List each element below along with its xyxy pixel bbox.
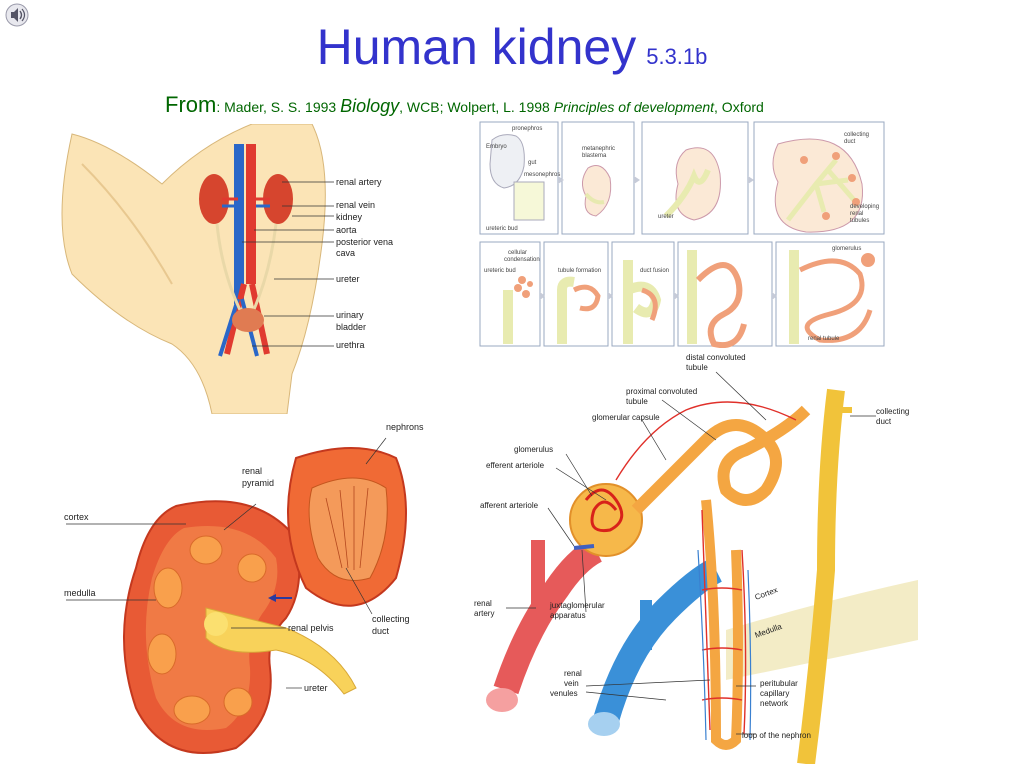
- dev-label-ureteric-bud-2: ureteric bud: [484, 268, 516, 274]
- nephron-illustration: distal convoluted tubule proximal convol…: [474, 353, 918, 764]
- dev-label-blastema: blastema: [582, 153, 607, 159]
- source-part-1: : Mader, S. S. 1993: [216, 99, 341, 115]
- dev-label-ureter: ureter: [658, 214, 674, 220]
- dev-label-gut: gut: [528, 160, 537, 166]
- dev-label-glomerulus: glomerulus: [832, 246, 861, 252]
- figure-kidney-development: pronephros Embryo gut mesonephros ureter…: [478, 120, 886, 348]
- section-label-renal: renal: [242, 466, 262, 476]
- development-illustration: pronephros Embryo gut mesonephros ureter…: [479, 121, 885, 348]
- urinary-label-kidney: kidney: [336, 212, 363, 222]
- title-text: Human kidney: [316, 19, 637, 75]
- figure-kidney-section: nephrons renal pyramid cortex medulla re…: [56, 418, 436, 762]
- dev-label-tubule-formation: tubule formation: [558, 268, 601, 274]
- section-label-nephrons: nephrons: [386, 422, 424, 432]
- dev-label-renal: renal: [850, 211, 863, 217]
- nephron-label-proximal-convoluted: proximal convoluted: [626, 387, 697, 396]
- nephron-label-artery: artery: [474, 609, 494, 618]
- nephron-label-duct: duct: [876, 417, 892, 426]
- dev-label-metanephric: metanephric: [582, 146, 615, 152]
- nephron-label-apparatus: apparatus: [550, 611, 586, 620]
- dev-label-duct-fusion: duct fusion: [640, 268, 669, 274]
- source-book-1: Biology: [340, 96, 400, 116]
- nephron-label-afferent-arteriole: afferent arteriole: [480, 501, 539, 510]
- dev-label-embryo: Embryo: [486, 144, 507, 150]
- section-illustration: nephrons renal pyramid cortex medulla re…: [64, 422, 424, 754]
- urinary-label-cava: cava: [336, 248, 355, 258]
- urinary-label-bladder: bladder: [336, 322, 366, 332]
- nephron-label-efferent-arteriole: efferent arteriole: [486, 461, 545, 470]
- source-from-label: From: [165, 92, 217, 117]
- dev-label-mesonephros: mesonephros: [524, 172, 560, 178]
- source-part-2: , WCB; Wolpert, L. 1998: [399, 99, 554, 115]
- urinary-label-renal-artery: renal artery: [336, 177, 382, 187]
- dev-label-duct: duct: [844, 139, 856, 145]
- nephron-label-renal-1: renal: [474, 599, 492, 608]
- nephron-label-glomerulus: glomerulus: [514, 445, 553, 454]
- nephron-label-tubule-1: tubule: [686, 363, 708, 372]
- dev-label-ureteric-bud-1: ureteric bud: [486, 226, 518, 232]
- dev-label-cellular: cellular: [508, 250, 527, 256]
- nephron-label-peritubular: peritubular: [760, 679, 798, 688]
- figure-nephron: distal convoluted tubule proximal convol…: [466, 350, 918, 764]
- dev-label-collecting: collecting: [844, 132, 869, 138]
- source-part-3: , Oxford: [714, 99, 764, 115]
- nephron-label-juxtaglomerular: juxtaglomerular: [549, 601, 605, 610]
- urinary-label-renal-vein: renal vein: [336, 200, 375, 210]
- nephron-label-cortex: Cortex: [754, 585, 779, 602]
- section-label-pyramid: pyramid: [242, 478, 274, 488]
- urinary-label-aorta: aorta: [336, 225, 357, 235]
- dev-label-pronephros: pronephros: [512, 126, 542, 132]
- dev-label-tubules: tubules: [850, 218, 869, 224]
- section-label-cortex: cortex: [64, 512, 89, 522]
- nephron-label-glomerular-capsule: glomerular capsule: [592, 413, 660, 422]
- source-book-2: Principles of development: [553, 99, 715, 115]
- nephron-label-distal-convoluted: distal convoluted: [686, 353, 746, 362]
- nephron-label-tubule-2: tubule: [626, 397, 648, 406]
- figure-urinary-system: renal artery renal vein kidney aorta pos…: [52, 124, 422, 414]
- section-label-duct: duct: [372, 626, 390, 636]
- slide-number: 5.3.1b: [646, 44, 708, 69]
- nephron-label-loop-of-nephron: loop of the nephron: [742, 731, 811, 740]
- section-label-renal-pelvis: renal pelvis: [288, 623, 334, 633]
- urinary-label-ureter: ureter: [336, 274, 360, 284]
- nephron-label-capillary: capillary: [760, 689, 789, 698]
- section-label-medulla: medulla: [64, 588, 96, 598]
- dev-label-renal-tubule: renal tubule: [808, 336, 840, 342]
- speaker-icon[interactable]: [4, 2, 30, 28]
- urinary-label-urethra: urethra: [336, 340, 365, 350]
- nephron-label-network: network: [760, 699, 789, 708]
- dev-label-condensation: condensation: [504, 257, 540, 263]
- nephron-label-collecting: collecting: [876, 407, 909, 416]
- section-label-ureter: ureter: [304, 683, 328, 693]
- dev-label-developing: developing: [850, 204, 879, 210]
- nephron-label-renal-2: renal: [564, 669, 582, 678]
- nephron-label-venules: venules: [550, 689, 578, 698]
- slide-title: Human kidney 5.3.1b: [0, 18, 1024, 76]
- urinary-label-posterior-vena: posterior vena: [336, 237, 393, 247]
- source-citation: From: Mader, S. S. 1993 Biology, WCB; Wo…: [165, 92, 1015, 118]
- urinary-label-urinary: urinary: [336, 310, 364, 320]
- urinary-illustration: renal artery renal vein kidney aorta pos…: [61, 124, 393, 414]
- section-label-collecting: collecting: [372, 614, 410, 624]
- nephron-label-vein: vein: [564, 679, 579, 688]
